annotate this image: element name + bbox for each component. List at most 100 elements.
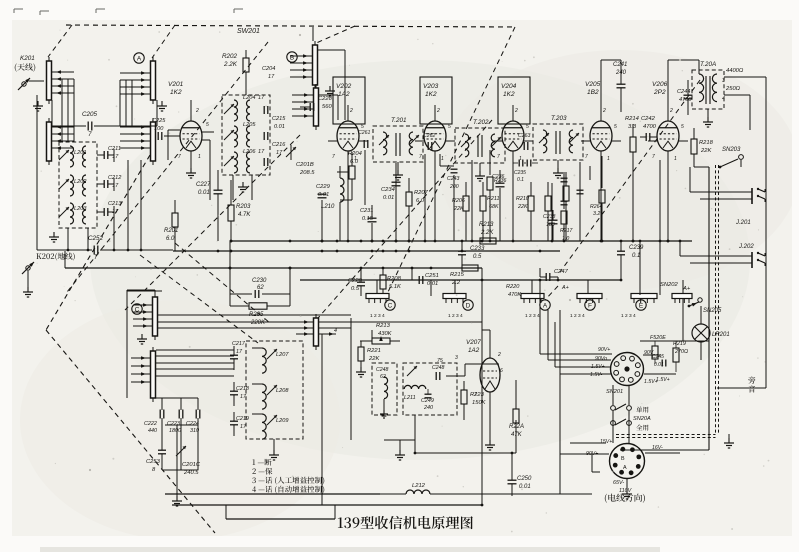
svg-text:K201: K201	[20, 55, 35, 62]
svg-text:C223: C223	[167, 421, 180, 427]
svg-text:2: 2	[602, 108, 606, 114]
svg-text:5: 5	[206, 122, 209, 128]
svg-text:0.01: 0.01	[519, 484, 531, 490]
svg-text:C204: C204	[262, 66, 275, 72]
svg-text:C216: C216	[272, 142, 286, 148]
svg-text:1 2 3 4: 1 2 3 4	[621, 313, 636, 319]
svg-text:L206: L206	[243, 149, 256, 155]
svg-text:6.0: 6.0	[416, 198, 425, 204]
svg-text:22K: 22K	[368, 356, 380, 362]
svg-text:250Ω: 250Ω	[725, 86, 741, 92]
svg-text:C244: C244	[677, 89, 690, 95]
svg-text:1: 1	[607, 156, 610, 162]
svg-text:F520E: F520E	[650, 335, 666, 341]
svg-text:17: 17	[240, 424, 247, 430]
svg-text:C236: C236	[492, 174, 505, 180]
svg-text:3: 3	[722, 78, 725, 84]
svg-text:180: 180	[546, 222, 555, 228]
svg-text:90Vo: 90Vo	[595, 356, 607, 362]
svg-text:C: C	[388, 303, 393, 310]
svg-text:220K: 220K	[250, 320, 266, 326]
svg-text:270Ω: 270Ω	[674, 349, 688, 355]
svg-text:D: D	[466, 303, 471, 310]
svg-text:0.15: 0.15	[362, 216, 374, 222]
svg-text:1 2 3 4: 1 2 3 4	[570, 313, 585, 319]
svg-text:3.3: 3.3	[628, 124, 637, 130]
svg-text:SN201: SN201	[606, 389, 623, 395]
svg-text:0.01: 0.01	[427, 281, 438, 287]
svg-text:C212: C212	[108, 175, 122, 181]
svg-text:T.20A: T.20A	[700, 61, 716, 68]
svg-text:C230: C230	[252, 278, 267, 284]
svg-text:2.2K: 2.2K	[480, 230, 494, 236]
svg-text:5: 5	[526, 124, 529, 130]
svg-text:7: 7	[585, 154, 588, 160]
svg-text:R211: R211	[487, 196, 500, 202]
svg-text:V204: V204	[501, 83, 517, 90]
svg-text:SN205: SN205	[703, 308, 722, 314]
svg-text:C218: C218	[236, 386, 249, 392]
svg-text:C211: C211	[108, 146, 121, 152]
svg-text:200: 200	[449, 184, 459, 190]
svg-text:T.201: T.201	[391, 117, 407, 124]
svg-text:240: 240	[423, 405, 433, 411]
svg-text:1: 1	[354, 156, 357, 162]
svg-text:C250: C250	[517, 476, 532, 482]
svg-text:C215: C215	[272, 116, 286, 122]
svg-text:LR201: LR201	[712, 332, 730, 338]
svg-text:C252: C252	[88, 235, 104, 242]
svg-text:V202: V202	[336, 83, 352, 90]
svg-text:90V: 90V	[644, 350, 654, 356]
svg-text:L208: L208	[276, 388, 289, 394]
svg-text:7: 7	[178, 154, 181, 160]
svg-text:R204: R204	[348, 151, 362, 157]
svg-text:7: 7	[332, 154, 335, 160]
svg-text:C213: C213	[108, 201, 122, 207]
svg-text:2.2: 2.2	[451, 280, 461, 286]
svg-text:1 2 3 4: 1 2 3 4	[370, 313, 385, 319]
svg-text:V207: V207	[466, 339, 481, 346]
svg-text:B: B	[621, 456, 625, 462]
svg-text:4: 4	[334, 328, 337, 334]
svg-text:1: 1	[198, 154, 201, 160]
svg-text:1.5V+: 1.5V+	[644, 379, 658, 385]
svg-text:65V-: 65V-	[613, 480, 624, 486]
svg-text:R210: R210	[516, 196, 529, 202]
svg-text:T.202: T.202	[473, 119, 489, 126]
svg-text:5: 5	[448, 124, 451, 130]
svg-text:7: 7	[419, 154, 422, 160]
svg-text:0.01: 0.01	[198, 190, 210, 196]
svg-text:C248: C248	[376, 367, 389, 373]
svg-text:C: C	[135, 307, 140, 314]
svg-text:4700: 4700	[643, 124, 657, 130]
svg-text:4700: 4700	[679, 97, 692, 103]
svg-text:C220: C220	[348, 278, 363, 284]
svg-text:R214: R214	[625, 116, 639, 122]
svg-text:6: 6	[500, 368, 503, 374]
svg-text:SN203: SN203	[722, 147, 741, 153]
svg-text:C238: C238	[543, 214, 556, 220]
svg-text:17: 17	[258, 95, 265, 101]
svg-text:208.5: 208.5	[299, 170, 315, 176]
svg-text:17: 17	[258, 149, 265, 155]
svg-text:90V+: 90V+	[598, 347, 610, 353]
svg-text:C245: C245	[652, 354, 664, 360]
svg-text:1 2 3 4: 1 2 3 4	[525, 313, 540, 319]
svg-text:240.5: 240.5	[183, 470, 199, 476]
svg-text:5: 5	[614, 124, 617, 130]
svg-text:J.201: J.201	[735, 220, 751, 226]
svg-text:V205: V205	[585, 81, 601, 88]
svg-text:C222: C222	[144, 421, 157, 427]
svg-text:1K2: 1K2	[503, 91, 515, 98]
svg-text:2: 2	[349, 108, 353, 114]
svg-text:0.5: 0.5	[473, 254, 482, 260]
svg-text:0.01: 0.01	[654, 362, 664, 368]
svg-text:310: 310	[190, 428, 199, 434]
svg-text:R22A: R22A	[509, 424, 524, 430]
svg-text:C231: C231	[360, 208, 373, 214]
svg-text:68K: 68K	[489, 204, 499, 210]
svg-text:C227: C227	[196, 182, 211, 188]
svg-text:R202: R202	[222, 53, 238, 60]
svg-text:17: 17	[112, 209, 119, 215]
svg-text:C241: C241	[613, 62, 627, 68]
